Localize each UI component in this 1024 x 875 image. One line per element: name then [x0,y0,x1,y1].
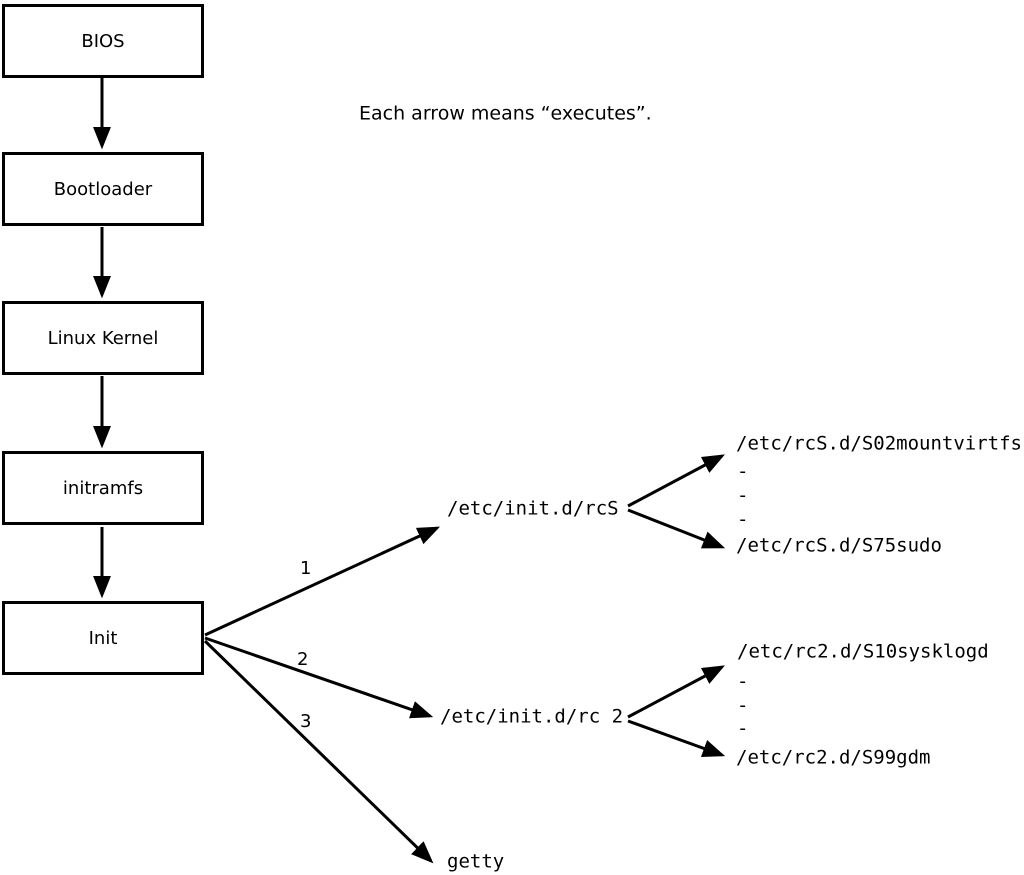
node-bootloader: Bootloader [2,152,204,226]
rcs-ellipsis-dash: - [737,484,749,507]
node-init-label: Init [88,627,118,649]
arrow-init-to-rcs [204,526,441,637]
arrow-init-to-rc2 [204,636,434,719]
rcs-ellipsis-dash: - [737,508,749,531]
node-rc2-d-s99gdm: /etc/rc2.d/S99gdm [736,746,931,769]
rc2-ellipsis-dash: - [737,670,749,693]
node-linux-kernel-label: Linux Kernel [47,327,159,349]
arrow-rc2-to-first [627,665,725,719]
rc2-ellipsis-dash: - [737,717,749,740]
node-initramfs: initramfs [2,451,204,525]
arrow-rcs-to-last [627,508,726,549]
node-rcs-d-s75sudo: /etc/rcS.d/S75sudo [736,534,942,557]
node-linux-kernel: Linux Kernel [2,301,204,375]
node-bootloader-label: Bootloader [53,178,153,200]
legend-note: Each arrow means “executes”. [359,102,652,125]
branch-number-3: 3 [300,711,312,732]
node-rc2-d-s10sysklogd: /etc/rc2.d/S10sysklogd [737,640,989,663]
arrow-rcs-to-first [627,454,725,508]
node-etc-init-d-rcs: /etc/init.d/rcS [447,497,619,520]
node-getty: getty [447,850,505,873]
node-bios-label: BIOS [81,30,125,52]
branch-number-1: 1 [300,558,312,579]
rcs-ellipsis-dash: - [737,460,749,483]
rc2-ellipsis-dash: - [737,694,749,717]
node-bios: BIOS [2,4,204,78]
branch-number-2: 2 [297,649,309,670]
node-init: Init [2,601,204,675]
node-rcs-d-s02mountvirtfs: /etc/rcS.d/S02mountvirtfs [736,432,1022,455]
node-etc-init-d-rc2: /etc/init.d/rc 2 [440,705,624,728]
node-initramfs-label: initramfs [62,477,144,499]
arrow-init-to-getty [203,639,434,864]
arrow-rc2-to-last [627,719,726,757]
